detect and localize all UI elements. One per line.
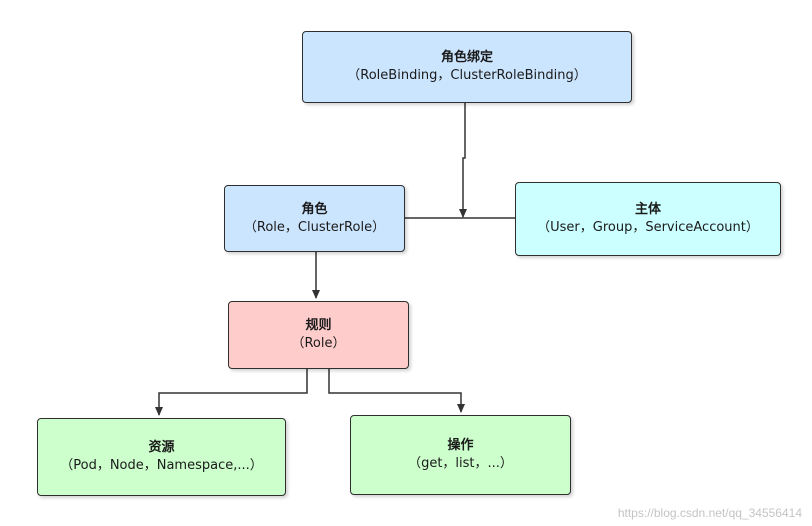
binding-to-link-arrow	[459, 103, 467, 218]
resource-node: 资源 （Pod，Node，Namespace,...）	[37, 418, 286, 496]
operation-node: 操作 （get，list，...）	[350, 415, 571, 495]
subject-node: 主体 （User，Group，ServiceAccount）	[515, 182, 781, 256]
rule-to-operation-arrow	[328, 369, 465, 413]
role-node: 角色 （Role，ClusterRole）	[224, 185, 405, 252]
rule-subtitle: （Role）	[291, 336, 346, 351]
rule-title: 规则	[305, 318, 332, 333]
watermark-text: https://blog.csdn.net/qq_34556414	[617, 506, 802, 520]
subject-title: 主体	[634, 202, 661, 217]
operation-subtitle: （get，list，...）	[408, 456, 513, 471]
operation-title: 操作	[447, 438, 474, 453]
role-subtitle: （Role，ClusterRole）	[243, 219, 386, 235]
resource-title: 资源	[148, 440, 175, 455]
rule-to-resource-arrow	[155, 369, 308, 416]
rule-node: 规则 （Role）	[228, 301, 409, 369]
subject-subtitle: （User，Group，ServiceAccount）	[537, 220, 759, 235]
role-binding-title: 角色绑定	[440, 50, 493, 65]
role-binding-node: 角色绑定 （RoleBinding，ClusterRoleBinding）	[302, 31, 632, 103]
role-binding-subtitle: （RoleBinding，ClusterRoleBinding）	[347, 68, 587, 83]
resource-subtitle: （Pod，Node，Namespace,...）	[60, 458, 263, 473]
role-title: 角色	[301, 201, 328, 217]
